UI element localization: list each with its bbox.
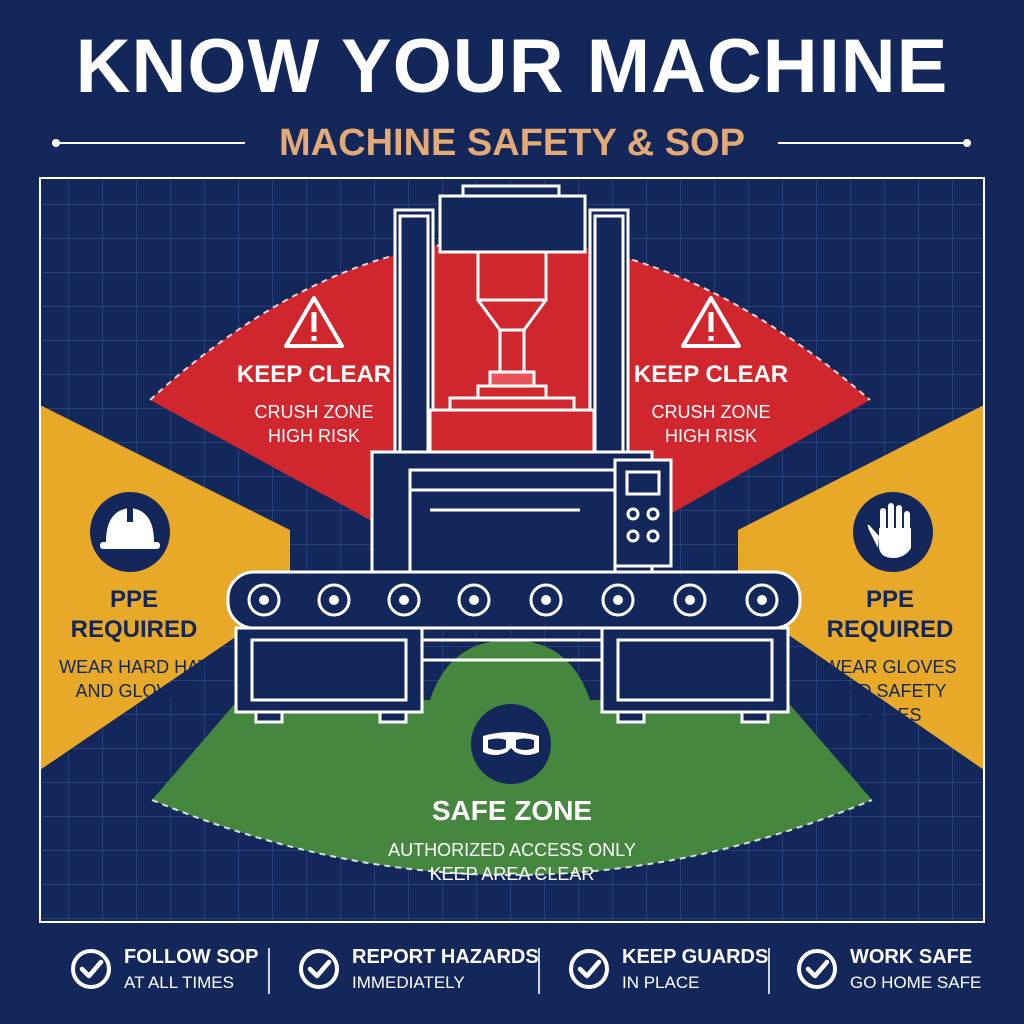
poster-subtitle: MACHINE SAFETY & SOP — [279, 122, 745, 164]
footer-item-subtitle: IN PLACE — [622, 973, 700, 992]
footer-divider — [538, 948, 540, 994]
crush-zone-right-line1: CRUSH ZONE — [651, 402, 771, 422]
subtitle-left-dot — [52, 139, 60, 147]
safe-zone-heading: SAFE ZONE — [431, 795, 593, 826]
safe-zone-line1: AUTHORIZED ACCESS ONLY — [388, 840, 636, 860]
crush-zone-left-label: KEEP CLEAR CRUSH ZONE HIGH RISK — [214, 360, 414, 448]
footer-item-subtitle: IMMEDIATELY — [352, 973, 465, 992]
footer-divider — [768, 948, 770, 994]
footer-item-follow-sop: FOLLOW SOP AT ALL TIMES — [70, 944, 258, 1004]
subtitle-right-dot — [963, 139, 971, 147]
machine-drawing — [226, 184, 802, 724]
footer-item-title: WORK SAFE — [850, 946, 973, 968]
ppe-zone-left-heading: PPE REQUIRED — [70, 586, 198, 643]
check-circle-icon — [299, 949, 339, 989]
safe-zone-label: SAFE ZONE AUTHORIZED ACCESS ONLY KEEP AR… — [352, 794, 672, 886]
subtitle-right-rule — [778, 142, 963, 144]
footer-item-report-hazards: REPORT HAZARDS IMMEDIATELY — [298, 944, 539, 1004]
crush-zone-right-line2: HIGH RISK — [664, 426, 757, 446]
ppe-zone-left-area — [40, 405, 290, 770]
crush-zone-left-line1: CRUSH ZONE — [254, 402, 374, 422]
check-circle-icon — [569, 949, 609, 989]
crush-zone-right-label: KEEP CLEAR CRUSH ZONE HIGH RISK — [611, 360, 811, 448]
footer-item-title: FOLLOW SOP — [124, 946, 259, 968]
safe-zone-line2: KEEP AREA CLEAR — [429, 864, 595, 884]
diagram-frame — [39, 177, 985, 923]
poster-title: KNOW YOUR MACHINE — [75, 24, 949, 109]
ppe-zone-right-area — [738, 405, 984, 770]
check-circle-icon — [797, 949, 837, 989]
subtitle-left-rule — [60, 142, 245, 144]
footer-item-subtitle: GO HOME SAFE — [850, 973, 982, 992]
footer-item-title: KEEP GUARDS — [622, 946, 769, 968]
ppe-zone-right-line1: WEAR GLOVES — [823, 657, 957, 677]
crush-zone-left-heading: KEEP CLEAR — [236, 361, 392, 388]
subtitle-row: MACHINE SAFETY & SOP — [0, 118, 1024, 168]
safety-goggles-icon — [471, 704, 551, 784]
warning-triangle-icon — [284, 296, 344, 348]
check-circle-icon — [71, 949, 111, 989]
footer-item-keep-guards: KEEP GUARDS IN PLACE — [568, 944, 768, 1004]
glove-icon — [853, 492, 933, 572]
ppe-zone-left-label: PPE REQUIRED WEAR HARD HAT AND GLOVES — [44, 585, 224, 703]
warning-triangle-icon — [681, 296, 741, 348]
crush-zone-right-heading: KEEP CLEAR — [633, 361, 789, 388]
footer-item-work-safe: WORK SAFE GO HOME SAFE — [796, 944, 981, 1004]
ppe-zone-right-label: PPE REQUIRED WEAR GLOVES AND SAFETY SHOE… — [800, 585, 980, 727]
ppe-zone-left-line2: AND GLOVES — [75, 681, 193, 701]
footer-item-subtitle: AT ALL TIMES — [124, 973, 234, 992]
hard-hat-icon — [90, 492, 170, 572]
footer-item-title: REPORT HAZARDS — [352, 946, 539, 968]
ppe-zone-right-line2: AND SAFETY SHOES — [833, 681, 947, 725]
ppe-zone-right-heading: PPE REQUIRED — [826, 586, 954, 643]
footer-divider — [268, 948, 270, 994]
ppe-zone-left-line1: WEAR HARD HAT — [59, 657, 209, 677]
crush-zone-left-line2: HIGH RISK — [267, 426, 360, 446]
safe-zone-boundary — [151, 799, 873, 876]
